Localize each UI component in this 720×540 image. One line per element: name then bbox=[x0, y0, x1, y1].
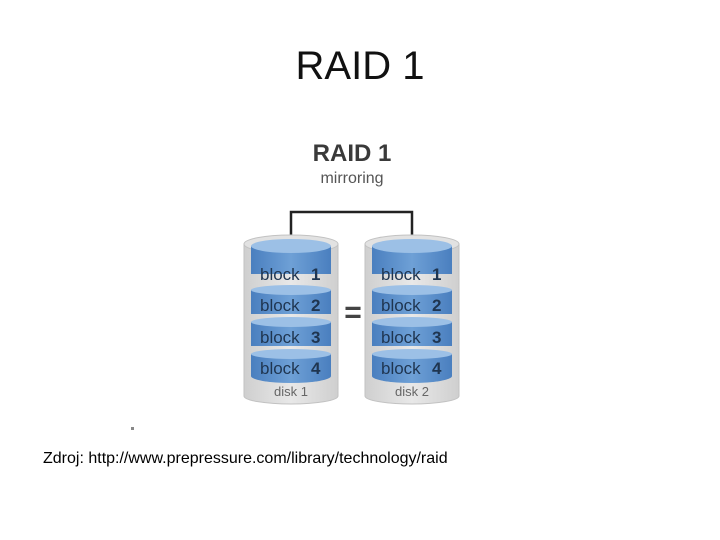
slide-title: RAID 1 bbox=[295, 44, 425, 88]
block-number: 2 bbox=[311, 296, 320, 315]
equals-sign: = bbox=[344, 296, 362, 329]
block-word: block bbox=[260, 359, 300, 378]
block-number: 4 bbox=[432, 359, 442, 378]
disk-2-block-3: block 3 bbox=[372, 317, 452, 347]
disk-1-block-4: block 4 bbox=[251, 349, 331, 383]
disk-1: block 1 block 2 block 3 block 4 disk 1 bbox=[243, 234, 339, 405]
disk-2-block-2: block 2 bbox=[372, 285, 452, 315]
disk-1-block-2: block 2 bbox=[251, 285, 331, 315]
disk-1-block-3: block 3 bbox=[251, 317, 331, 347]
source-citation: Zdroj: http://www.prepressure.com/librar… bbox=[43, 450, 448, 467]
block-number: 2 bbox=[432, 296, 441, 315]
bullet-dot bbox=[131, 427, 134, 430]
disk-1-label: disk 1 bbox=[274, 384, 308, 399]
block-word: block bbox=[381, 328, 421, 347]
disk-2-label: disk 2 bbox=[395, 384, 429, 399]
figure-subheading: mirroring bbox=[320, 170, 383, 187]
block-word: block bbox=[260, 328, 300, 347]
block-word: block bbox=[381, 265, 421, 284]
block-number: 1 bbox=[432, 265, 441, 284]
disk-1-block-1: block 1 bbox=[251, 239, 331, 284]
disk-2-block-1: block 1 bbox=[372, 239, 452, 284]
mirror-connector bbox=[289, 210, 414, 246]
block-word: block bbox=[260, 265, 300, 284]
block-number: 3 bbox=[432, 328, 441, 347]
block-number: 3 bbox=[311, 328, 320, 347]
block-word: block bbox=[381, 359, 421, 378]
block-number: 1 bbox=[311, 265, 320, 284]
block-word: block bbox=[381, 296, 421, 315]
block-number: 4 bbox=[311, 359, 321, 378]
disk-2-block-4: block 4 bbox=[372, 349, 452, 383]
disk-2: block 1 block 2 block 3 block 4 disk 2 bbox=[364, 234, 460, 405]
block-word: block bbox=[260, 296, 300, 315]
figure-heading: RAID 1 bbox=[313, 140, 392, 167]
